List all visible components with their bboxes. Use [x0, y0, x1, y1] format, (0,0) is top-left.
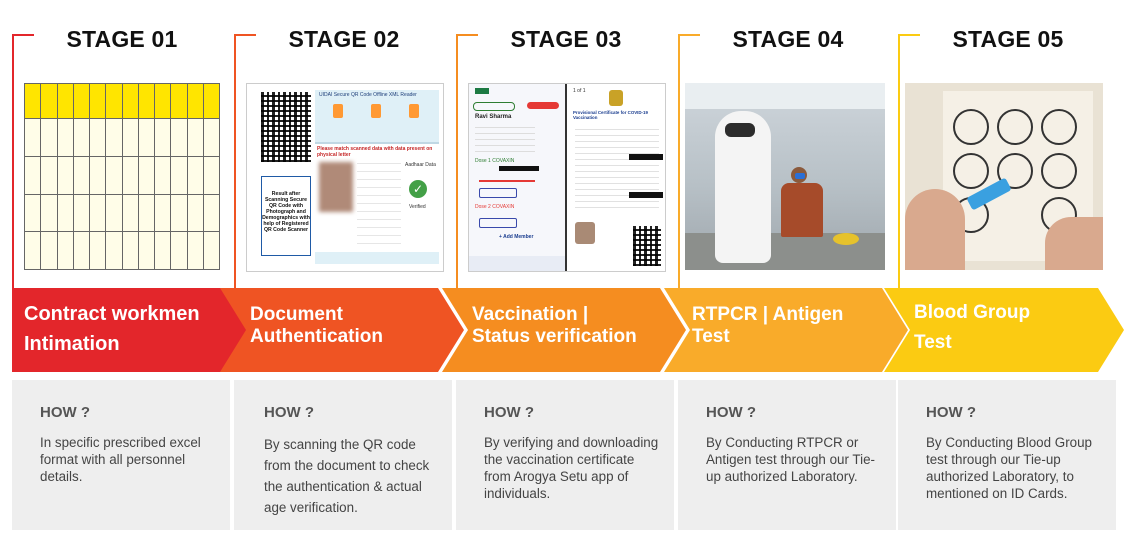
note-footer [469, 256, 565, 271]
stage-2-thumb-signed: Aadhaar Data [405, 162, 436, 168]
details-lines [475, 124, 535, 152]
stage-3-bracket [456, 34, 478, 306]
stage-4-title: STAGE 04 [732, 26, 844, 52]
verified-check-icon: ✓ [409, 180, 427, 198]
stage-2-thumb-header: UIDAI Secure QR Code Offline XML Reader [319, 92, 417, 98]
stage-5-how-box: HOW ? By Conducting Blood Group test thr… [898, 380, 1116, 530]
uidai-logo-icon [371, 104, 381, 118]
emblem-icon [609, 90, 623, 106]
test-circle [997, 153, 1033, 189]
photo-ceiling [685, 83, 885, 109]
stage-2-thumb-warning: Please match scanned data with data pres… [317, 146, 433, 158]
stage-5-thumbnail-blood-test-photo [905, 83, 1103, 270]
test-circle [1041, 109, 1077, 145]
stage-5-bracket [898, 34, 920, 306]
stage-4-thumbnail-swab-test-photo [685, 83, 885, 270]
stage-4-label-line1: RTPCR | Antigen [692, 304, 844, 325]
stage-1-label-line2: Intimation [24, 333, 120, 355]
stage-2-bracket [234, 34, 256, 306]
stage-4-label-line2: Test [692, 326, 730, 347]
patient-body [781, 183, 823, 237]
stage-5-title: STAGE 05 [952, 26, 1064, 52]
redacted-bar [499, 166, 539, 171]
test-circle [997, 109, 1033, 145]
stage-2-how-text: By scanning the QR code from the documen… [264, 437, 430, 515]
certificate-button [479, 188, 517, 198]
stage-5-label-line1: Blood Group [914, 302, 1031, 323]
stage-5-label-line2: Test [914, 332, 952, 353]
qr-reader-header-panel: UIDAI Secure QR Code Offline XML Reader [315, 90, 439, 144]
stage-3-thumb-add: + Add Member [499, 234, 534, 240]
stage-3-thumb-dose1: Dose 1 COVAXIN [475, 158, 515, 164]
uidai-logo-icon [333, 104, 343, 118]
stage-3-arrow-shape [442, 288, 686, 372]
stage-3-thumbnail-vaccination: Ravi Sharma Dose 1 COVAXIN Dose 2 COVAXI… [468, 83, 666, 272]
stage-2-how-box: HOW ? By scanning the QR code from the d… [234, 380, 452, 530]
certificate-pdf: 1 of 1 Provisional Certificate for COVID… [569, 84, 665, 271]
stage-2-thumbnail-qr-scan: Result after Scanning Secure QR Code wit… [246, 83, 444, 272]
vaccinated-badge [473, 102, 515, 111]
hand [1045, 217, 1103, 270]
stage-4: STAGE 04 RTPCR | Antigen Test HOW ? By C… [664, 0, 908, 541]
test-circle [953, 109, 989, 145]
schedule-button [479, 218, 517, 228]
stage-5-arrow-shape [884, 288, 1124, 372]
stage-3-how-text: By verifying and downloading the vaccina… [484, 435, 659, 501]
blurred-photo-avatar [319, 162, 353, 212]
uidai-logo-icon [409, 104, 419, 118]
stage-2-arrow-shape [220, 288, 464, 372]
stage-4-how-box: HOW ? By Conducting RTPCR or Antigen tes… [678, 380, 896, 530]
stage-5-how-title: HOW ? [926, 404, 976, 421]
stage-2-label-line1: Document [250, 304, 343, 325]
stage-3-thumb-dose2: Dose 2 COVAXIN [475, 204, 515, 210]
pm-photo [575, 222, 595, 244]
stage-3-label-line1: Vaccination | [472, 304, 589, 325]
patient-mask [795, 173, 805, 179]
stage-1-bracket [12, 34, 34, 306]
stage-3-title: STAGE 03 [510, 26, 622, 52]
qr-code-icon [261, 92, 311, 162]
stage-3-thumb-cert-title: Provisional Certificate for COVID-19 Vac… [573, 110, 648, 120]
redacted-bar [629, 192, 663, 198]
qr-code-icon [633, 226, 661, 266]
stage-4-how-text: By Conducting RTPCR or Antigen test thro… [706, 435, 875, 484]
stage-2-how-title: HOW ? [264, 404, 314, 421]
stage-1-thumbnail-excel-sheet [24, 83, 220, 270]
stage-4-bracket [678, 34, 700, 306]
stage-5-how-text: By Conducting Blood Group test through o… [926, 435, 1092, 501]
face-shield [725, 123, 755, 137]
stage-3: STAGE 03 Ravi Sharma Dose 1 COVAXIN Dose… [442, 0, 686, 541]
stage-4-how-title: HOW ? [706, 404, 756, 421]
demographics-lines [357, 160, 401, 244]
stage-3-how-box: HOW ? By verifying and downloading the v… [456, 380, 674, 530]
stage-1-how-title: HOW ? [40, 404, 90, 421]
stage-4-arrow-shape [664, 288, 908, 372]
stage-1-title: STAGE 01 [66, 26, 178, 52]
stage-1-arrow-shape [12, 288, 248, 372]
stage-3-thumb-page: 1 of 1 [573, 88, 586, 94]
helmet [833, 233, 859, 245]
cowin-logo-icon [475, 88, 489, 94]
stage-1-label-line1: Contract workmen [24, 303, 200, 325]
stage-5: STAGE 05 Blood Group Test HOW ? By Condu… [884, 0, 1124, 541]
stage-2-label-line2: Authentication [250, 326, 383, 347]
stage-2-title: STAGE 02 [288, 26, 400, 52]
stage-3-thumb-name: Ravi Sharma [475, 114, 512, 120]
dose-due-badge [527, 102, 559, 109]
stage-3-label-line2: Status verification [472, 326, 637, 347]
stage-1-how-box: HOW ? In specific prescribed excel forma… [12, 380, 230, 530]
stage-2-thumb-verified: Verified [409, 204, 426, 210]
stage-2: STAGE 02 Result after Scanning Secure QR… [220, 0, 464, 541]
stage-1-how-text: In specific prescribed excel format with… [40, 435, 201, 484]
stage-1: STAGE 01 Contract workmen Intimation HOW… [12, 0, 248, 541]
redacted-bar [629, 154, 663, 160]
test-circle [1041, 153, 1077, 189]
test-circle [953, 153, 989, 189]
qr-reader-footer [315, 252, 439, 264]
cowin-app-screen: Ravi Sharma Dose 1 COVAXIN Dose 2 COVAXI… [469, 84, 567, 271]
stage-3-how-title: HOW ? [484, 404, 534, 421]
red-underline [479, 180, 535, 182]
hand [905, 189, 965, 270]
stage-2-thumb-note: Result after Scanning Secure QR Code wit… [261, 176, 311, 256]
